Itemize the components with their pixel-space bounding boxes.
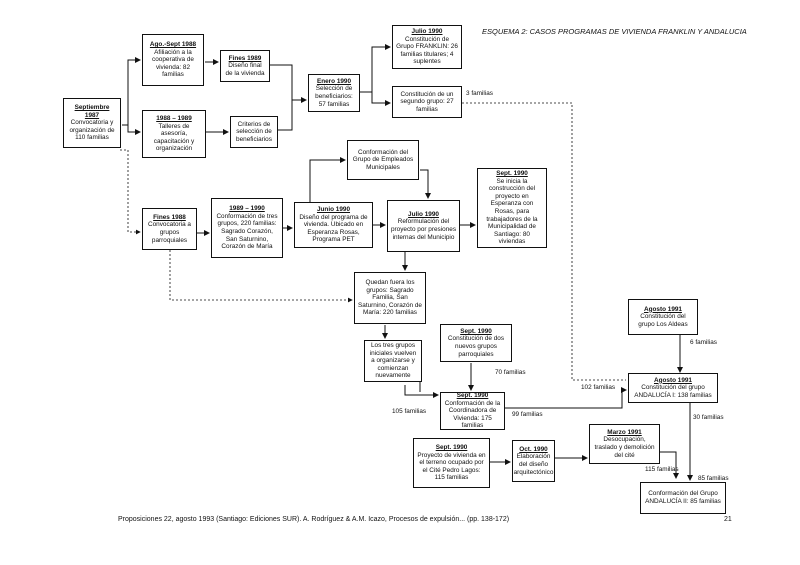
label-3-familias: 3 familias bbox=[466, 90, 493, 97]
label-70-familias: 70 familias bbox=[495, 369, 526, 376]
label-105-familias: 105 familias bbox=[392, 408, 427, 415]
node-conformacion-empleados: Conformación del Grupo de Empleados Muni… bbox=[347, 140, 419, 180]
node-criterios: Criterios de selección de beneficiarios bbox=[230, 116, 278, 148]
label-6-familias: 6 familias bbox=[690, 339, 717, 346]
node-andalucia2: Conformación del Grupo ANDALUCÍA II: 85 … bbox=[640, 482, 726, 514]
node-quedan-fuera: Quedan fuera los grupos: Sagrado Familia… bbox=[354, 272, 426, 324]
label-85-familias: 85 familias bbox=[698, 475, 729, 482]
node-segundo-grupo: Constitución de un segundo grupo: 27 fam… bbox=[392, 86, 462, 118]
footer-citation: Proposiciones 22, agosto 1993 (Santiago:… bbox=[118, 516, 510, 523]
label-30-familias: 30 familias bbox=[693, 414, 724, 421]
label-102-familias: 102 familias bbox=[581, 384, 616, 391]
label-99-familias: 99 familias bbox=[512, 411, 543, 418]
node-tres-grupos: Los tres grupos iniciales vuelven a orga… bbox=[364, 340, 422, 382]
label-115-familias: 115 familias bbox=[645, 466, 679, 473]
page-number: 21 bbox=[724, 516, 732, 523]
diagram-title: ESQUEMA 2: CASOS PROGRAMAS DE VIVIENDA F… bbox=[482, 27, 747, 36]
